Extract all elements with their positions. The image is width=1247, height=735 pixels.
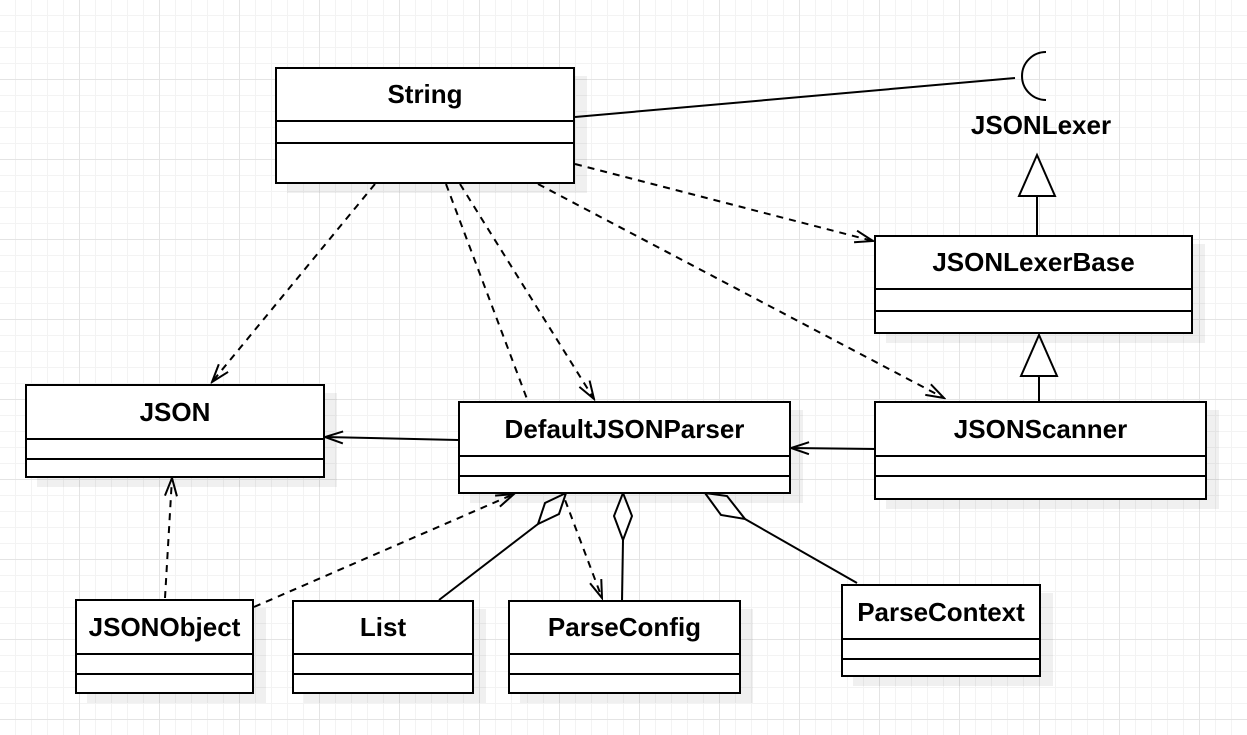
generalization-triangle-icon [1017,152,1057,197]
class-name: ParseConfig [510,602,739,655]
class-name: JSONObject [77,601,252,655]
class-attributes [277,122,573,144]
class-attributes [876,457,1205,477]
class-name: JSONScanner [876,403,1205,457]
class-attributes [294,655,472,675]
class-name: DefaultJSONParser [460,403,789,457]
generalization-triangle-icon [1019,332,1059,377]
class-string[interactable]: String [275,67,575,184]
class-attributes [510,655,739,675]
class-operations [77,675,252,692]
class-json[interactable]: JSON [25,384,325,478]
class-name: JSONLexerBase [876,237,1191,290]
aggregation-diamond-icon [536,491,568,526]
class-attributes [27,440,323,460]
class-operations [294,675,472,692]
string-to-defaultjsonparser-dependency [459,183,594,399]
class-attributes [876,290,1191,312]
defaultjsonparser-to-json-association [325,437,459,440]
class-operations [27,460,323,476]
class-attributes [460,457,789,477]
class-parsecontext[interactable]: ParseContext [841,584,1041,677]
interface-label-jsonlexer[interactable]: JSONLexer [970,110,1112,140]
class-name: List [294,602,472,655]
class-operations [876,312,1191,332]
class-operations [277,144,573,182]
jsonlexer-socket-icon [1021,51,1047,101]
list-aggregation-line [438,523,539,601]
class-jsonobject[interactable]: JSONObject [75,599,254,694]
string-to-jsonlexerbase-dependency [574,163,873,241]
parsecontext-aggregation-line [744,518,858,584]
aggregation-diamond-icon [612,490,634,543]
class-attributes [77,655,252,675]
class-operations [843,660,1039,675]
string-to-jsonscanner-dependency [537,183,944,398]
aggregation-diamond-icon [702,491,748,521]
string-to-json-dependency [212,183,376,382]
string-to-parseconfig-dependency [445,183,602,598]
class-operations [460,477,789,492]
string-to-jsonlexer-association [574,77,1016,118]
class-list[interactable]: List [292,600,474,694]
class-name: String [277,69,573,122]
class-operations [876,477,1205,498]
class-jsonlexerbase[interactable]: JSONLexerBase [874,235,1193,334]
parseconfig-aggregation-line [621,539,624,601]
jsonobject-to-json-dependency [164,478,172,599]
jsonobject-to-defaultjsonparser-dependency [253,494,514,608]
class-name: JSON [27,386,323,440]
jsonscanner-to-defaultjsonparser-association [791,448,876,449]
class-operations [510,675,739,692]
class-jsonscanner[interactable]: JSONScanner [874,401,1207,500]
class-defaultjsonparser[interactable]: DefaultJSONParser [458,401,791,494]
class-attributes [843,640,1039,660]
class-name: ParseContext [843,586,1039,640]
class-parseconfig[interactable]: ParseConfig [508,600,741,694]
